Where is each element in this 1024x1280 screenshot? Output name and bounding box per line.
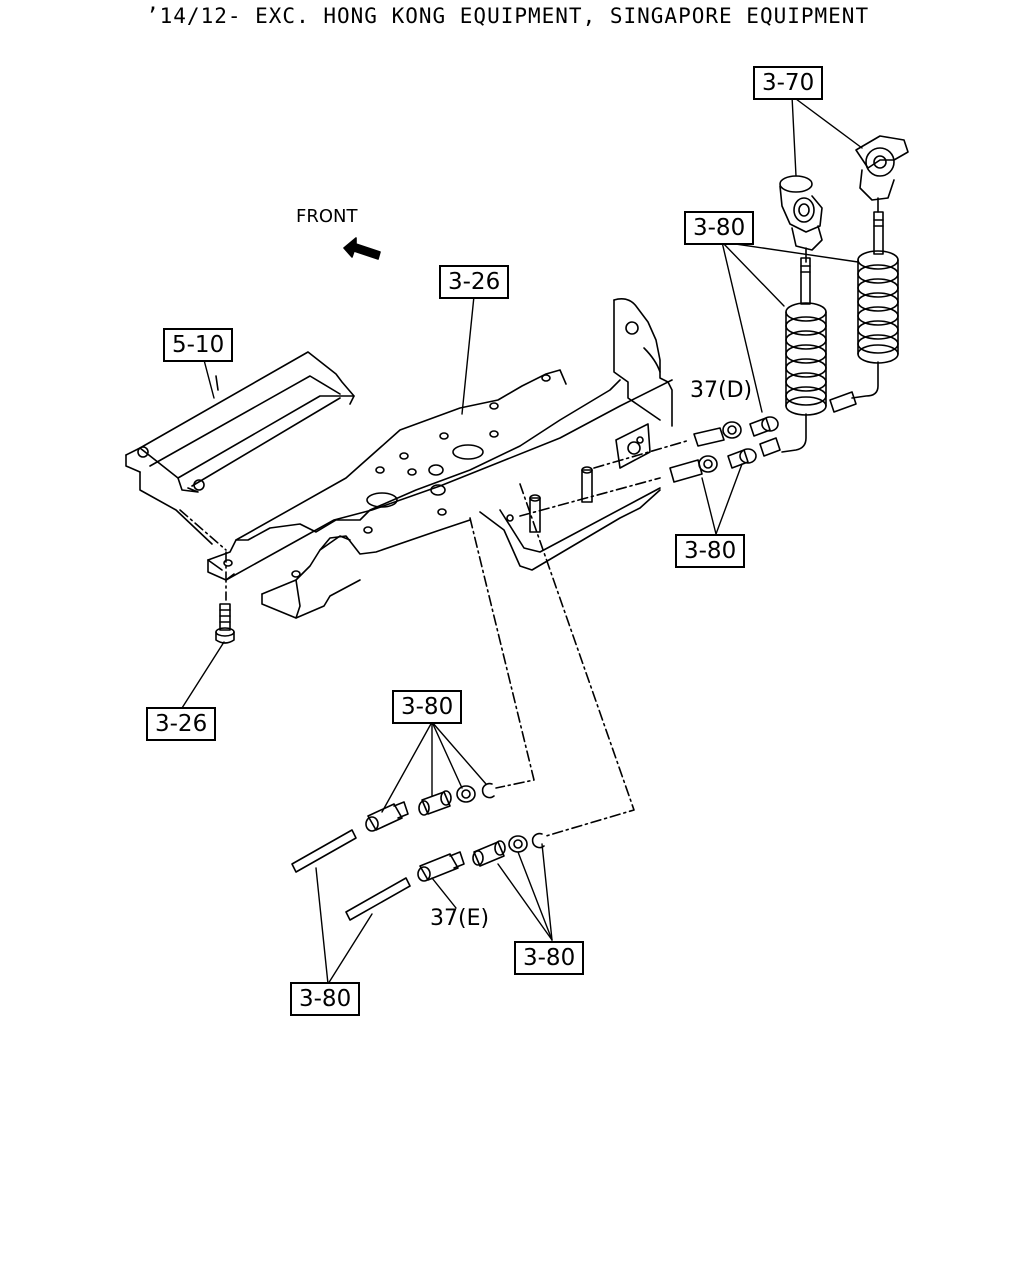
coil-right [829,211,899,413]
front-label: FRONT [296,206,358,227]
callout-5-10[interactable]: 5-10 [163,328,234,362]
fittings-middle [365,782,495,832]
callout-3-80-lower[interactable]: 3-80 [514,941,585,975]
bracket-5-10 [125,351,355,545]
coil-left [781,257,827,453]
callout-37d[interactable]: 37(D) [690,378,753,403]
frame-rail [207,298,673,619]
callout-3-26-bolt[interactable]: 3-26 [146,707,217,741]
leader-lines [181,95,863,985]
assembly-lines [179,439,691,837]
fittings-right [669,416,781,483]
pipes [291,829,411,921]
coupling-right [855,135,909,213]
callout-3-70[interactable]: 3-70 [753,66,824,100]
front-arrow-icon [343,237,381,260]
bolt-3-26 [215,603,235,644]
callout-3-26-frame[interactable]: 3-26 [439,265,510,299]
page-header: ’14/12- EXC. HONG KONG EQUIPMENT, SINGAP… [146,4,870,28]
callout-3-80-pipes[interactable]: 3-80 [290,982,361,1016]
callout-3-80-middle[interactable]: 3-80 [392,690,463,724]
glad-hand-couplings [779,135,909,263]
callout-37e[interactable]: 37(E) [430,906,490,931]
callout-3-80-right[interactable]: 3-80 [675,534,746,568]
callout-3-80-coils[interactable]: 3-80 [684,211,755,245]
fittings-lower [417,832,545,882]
coupling-left [779,175,823,263]
coil-hoses [781,211,899,453]
